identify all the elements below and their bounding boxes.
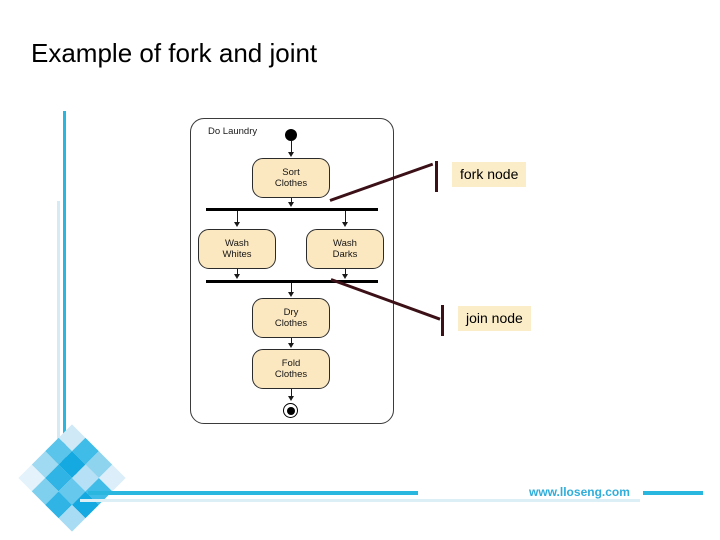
callout-tick-fork xyxy=(435,161,438,192)
page-title: Example of fork and joint xyxy=(31,38,318,68)
footer-url-text: www.lloseng.com xyxy=(529,485,630,499)
fork-node-bar xyxy=(206,208,378,211)
arrowhead-sort-to-fork xyxy=(287,202,294,207)
accent-rail-secondary xyxy=(57,201,60,469)
footer-rule-secondary xyxy=(80,499,640,502)
initial-node-icon xyxy=(285,129,297,141)
arrowhead-wash-whites-to-join xyxy=(233,274,240,279)
action-node-wash-darks: Wash Darks xyxy=(306,229,384,269)
footer-rule-primary-right xyxy=(643,491,703,495)
edge-join-to-dry xyxy=(290,283,292,295)
edge-wash-darks-to-join xyxy=(344,269,346,276)
arrowhead-join-to-dry xyxy=(287,292,294,297)
arrowhead-initial-to-sort xyxy=(287,152,294,157)
callout-tick-join xyxy=(441,305,444,336)
action-node-sort-clothes: Sort Clothes xyxy=(252,158,330,198)
arrowhead-fork-to-wash-darks xyxy=(341,222,348,227)
action-node-dry-clothes-line1: Dry xyxy=(283,306,299,318)
action-node-wash-whites: Wash Whites xyxy=(198,229,276,269)
activity-frame-border xyxy=(190,118,394,424)
action-node-fold-clothes-line2: Clothes xyxy=(274,369,308,380)
accent-rail-primary xyxy=(63,111,66,466)
edge-sort-to-fork xyxy=(290,198,292,204)
arrowhead-wash-darks-to-join xyxy=(341,274,348,279)
callout-label-fork-node: fork node xyxy=(452,162,527,187)
action-node-fold-clothes-line1: Fold xyxy=(281,357,301,369)
action-node-dry-clothes: Dry Clothes xyxy=(252,298,330,338)
callout-label-join-node: join node xyxy=(458,306,531,331)
action-node-wash-whites-line1: Wash xyxy=(225,237,249,249)
action-node-wash-darks-line2: Darks xyxy=(332,249,358,260)
uml-activity-diagram: Do Laundry Sort Clothes Wash Whites Wash… xyxy=(190,118,396,426)
edge-initial-to-sort xyxy=(290,141,292,153)
arrowhead-fork-to-wash-whites xyxy=(233,222,240,227)
footer-rule-primary-left xyxy=(88,491,418,495)
action-node-sort-clothes-line2: Clothes xyxy=(274,178,308,189)
edge-dry-to-fold xyxy=(290,338,292,345)
decorative-mosaic-diamond xyxy=(18,424,126,532)
arrowhead-dry-to-fold xyxy=(287,343,294,348)
edge-wash-whites-to-join xyxy=(236,269,238,276)
activity-final-node-icon xyxy=(283,403,298,418)
edge-fork-to-wash-darks xyxy=(344,211,346,223)
edge-fork-to-wash-whites xyxy=(236,211,238,223)
activity-final-node-inner xyxy=(286,406,295,415)
action-node-fold-clothes: Fold Clothes xyxy=(252,349,330,389)
action-node-dry-clothes-line2: Clothes xyxy=(274,318,308,329)
activity-frame-label: Do Laundry xyxy=(208,126,258,137)
action-node-sort-clothes-line1: Sort xyxy=(282,166,300,178)
action-node-wash-whites-line2: Whites xyxy=(222,249,252,260)
join-node-bar xyxy=(206,280,378,283)
arrowhead-fold-to-final xyxy=(287,396,294,401)
action-node-wash-darks-line1: Wash xyxy=(333,237,357,249)
edge-fold-to-final xyxy=(290,389,292,398)
